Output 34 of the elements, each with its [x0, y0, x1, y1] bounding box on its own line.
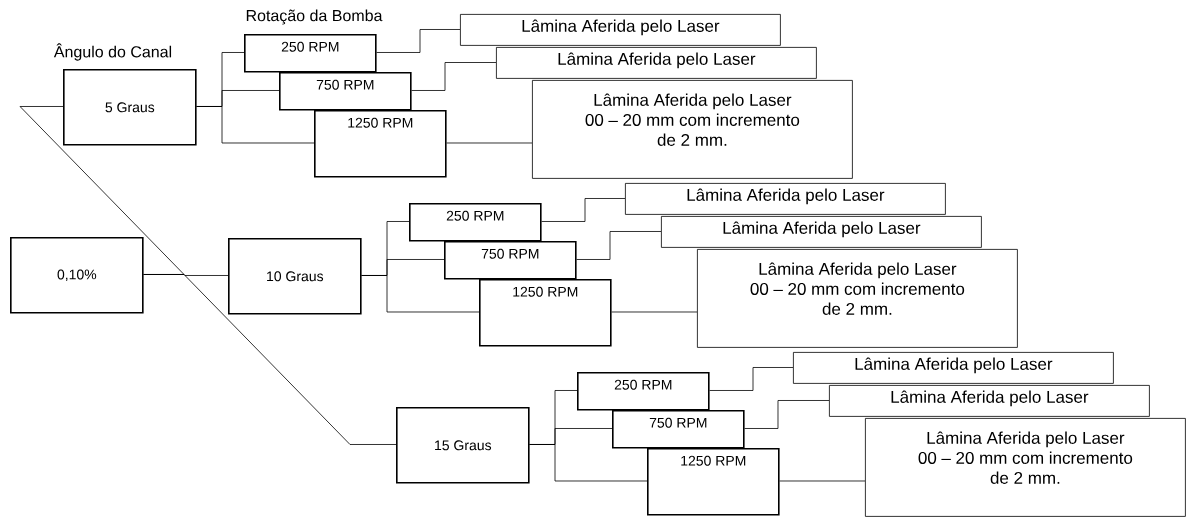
rpm-box: 750 RPM: [612, 410, 745, 449]
connector-line: [376, 29, 461, 53]
connector-line: [196, 106, 315, 144]
connector-line: [361, 275, 480, 313]
angle-box: 15 Graus: [396, 407, 530, 484]
rpm-box: 250 RPM: [577, 372, 710, 411]
connector-line: [779, 480, 866, 482]
rpm-box: 750 RPM: [279, 72, 412, 111]
laser-blade-box: Lâmina Aferida pelo Laser: [625, 183, 946, 215]
rpm-box: 1250 RPM: [479, 279, 612, 347]
rpm-box: 1250 RPM: [314, 110, 447, 178]
material-box: 0,10%: [10, 237, 144, 314]
connector-line: [611, 311, 698, 313]
connector-line: [541, 198, 626, 222]
connector-line: [744, 400, 830, 429]
connector-line: [143, 274, 397, 445]
connector-line: [709, 367, 794, 391]
rpm-box: 250 RPM: [244, 34, 377, 73]
laser-blade-box: Lâmina Aferida pelo Laser: [661, 216, 982, 248]
rpm-box: 250 RPM: [409, 203, 542, 242]
laser-blade-box: Lâmina Aferida pelo Laser: [829, 385, 1150, 417]
connector-line: [19, 106, 185, 275]
connector-line: [576, 231, 662, 260]
laser-blade-box: Lâmina Aferida pelo Laser: [496, 47, 817, 79]
column-heading: Rotação da Bomba: [246, 9, 383, 25]
rpm-box: 1250 RPM: [647, 448, 780, 516]
laser-blade-box: Lâmina Aferida pelo Laser: [460, 14, 781, 46]
laser-blade-box: Lâmina Aferida pelo Laser: [793, 352, 1114, 384]
connector-line: [411, 62, 497, 91]
connector-line: [446, 142, 533, 144]
angle-box: 10 Graus: [228, 238, 362, 315]
angle-box: 5 Graus: [63, 69, 197, 146]
rpm-box: 750 RPM: [444, 241, 577, 280]
connector-line: [529, 444, 648, 482]
